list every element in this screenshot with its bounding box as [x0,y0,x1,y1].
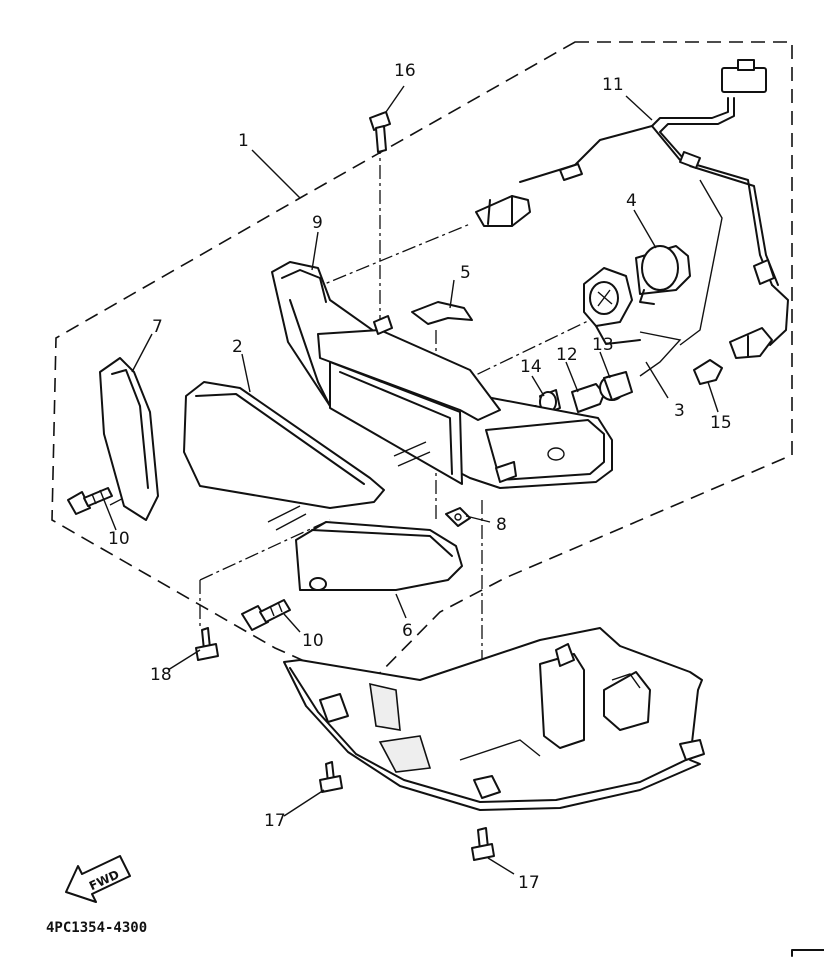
callout-6: 6 [402,621,413,641]
part-code: 4PC1354-4300 [46,920,147,936]
callout-7: 7 [152,317,163,337]
screw-10-lower [241,599,291,631]
lens-cover [411,301,473,325]
callout-13: 13 [592,335,614,355]
headlight-bulb [635,245,691,305]
callout-9: 9 [312,213,323,233]
callout-17-right: 17 [518,873,540,893]
screw-10-left [67,487,113,515]
screw-18 [195,627,219,661]
headlight-socket [583,267,641,345]
nut [445,507,471,527]
position-bulb-socket [475,195,531,227]
callout-12: 12 [556,345,578,365]
cowling-boss [369,682,401,731]
harness-coupler [721,67,767,93]
callout-15: 15 [710,413,732,433]
screw-17-left [319,761,343,793]
rear-bulb-socket [729,327,773,359]
callout-18: 18 [150,665,172,685]
callout-1: 1 [238,131,249,151]
leader-lines [103,85,719,875]
wiring-harness [519,59,789,377]
callout-10-left: 10 [108,529,130,549]
side-reflector [99,357,159,521]
coupler-latch [737,59,755,71]
callout-14: 14 [520,357,542,377]
callout-5: 5 [460,263,471,283]
screw-16 [369,111,391,153]
mounting-bracket [539,653,585,749]
callout-4: 4 [626,191,637,211]
callout-numbers: 1 2 3 4 5 6 7 8 9 10 10 11 12 13 14 15 1… [108,61,732,893]
callout-8: 8 [496,515,507,535]
callout-2: 2 [232,337,243,357]
callout-16: 16 [394,61,416,81]
callout-10-lower: 10 [302,631,324,651]
lower-cowling [283,627,705,811]
callout-3: 3 [674,401,685,421]
callout-17-left: 17 [264,811,286,831]
headlight-housing [271,261,613,489]
turn-signal-lens [295,521,463,591]
screw-17-right [471,827,495,861]
page-corner-mark [791,949,824,957]
callout-11: 11 [602,75,624,95]
small-bulbs [539,359,723,415]
headlight-lens [183,381,385,531]
forward-direction-arrow: FWD [65,855,131,903]
